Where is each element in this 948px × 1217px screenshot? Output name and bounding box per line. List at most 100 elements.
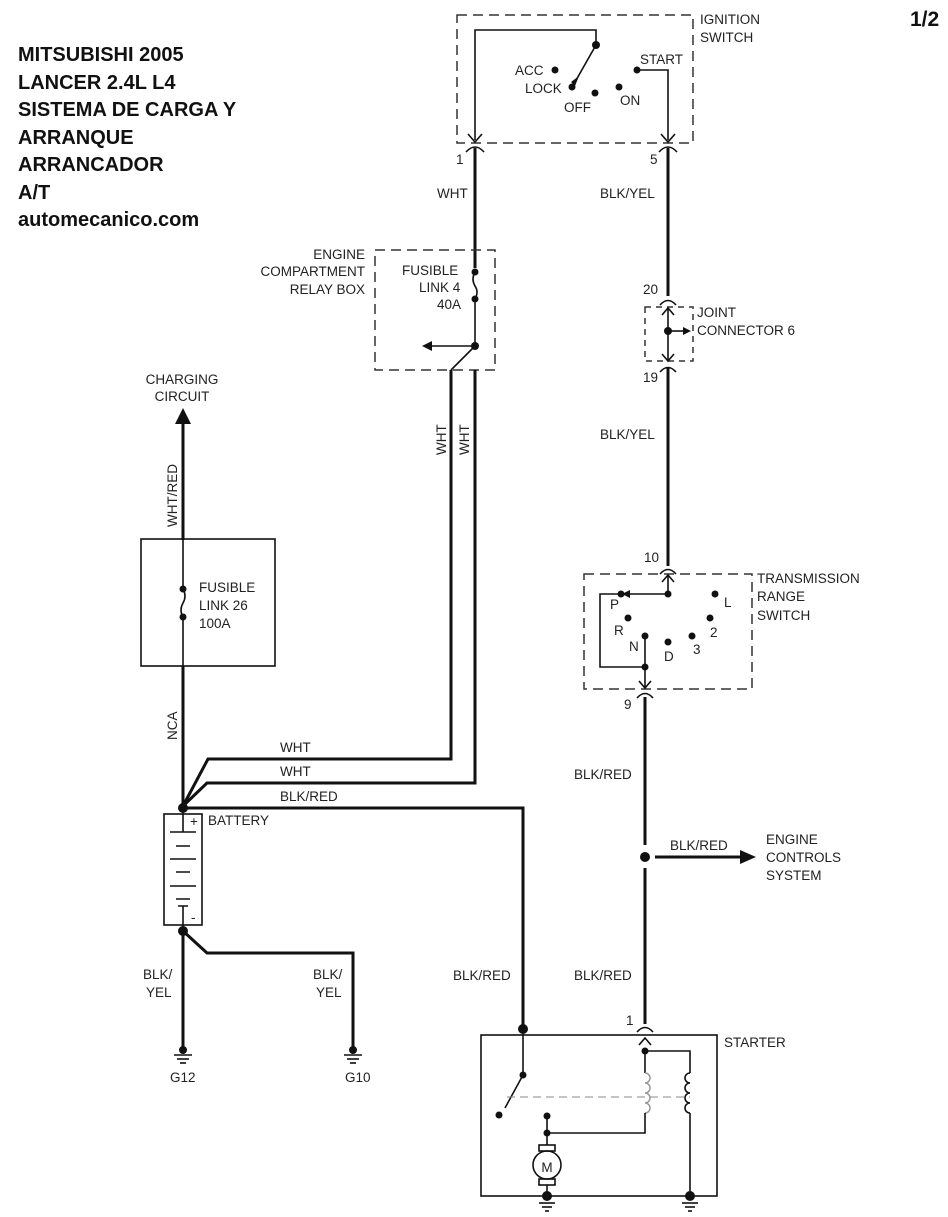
ign-pin-1-label: 1 bbox=[456, 152, 464, 167]
fl26-fuse-icon bbox=[180, 588, 186, 618]
battery-cells-icon bbox=[170, 831, 196, 907]
off-contact bbox=[591, 89, 599, 97]
wire-label-blk-yel-trs: BLK/YEL bbox=[600, 427, 655, 442]
starter-motor-ground-icon bbox=[539, 1191, 555, 1212]
starter-pin-1-label: 1 bbox=[626, 1013, 634, 1028]
trs-n-label: N bbox=[629, 639, 639, 654]
starter-pin-1-connector-icon bbox=[636, 1026, 654, 1033]
acc-label: ACC bbox=[515, 63, 544, 78]
starter-input-arrow-icon bbox=[638, 1036, 652, 1046]
fl26-label-3: 100A bbox=[199, 616, 231, 631]
diagram-title: MITSUBISHI 2005 LANCER 2.4L L4 SISTEMA D… bbox=[18, 42, 236, 235]
g12-label: G12 bbox=[170, 1070, 196, 1085]
ignition-switch-label-1: IGNITION bbox=[700, 12, 760, 27]
lock-label: LOCK bbox=[525, 81, 562, 96]
page-number: 1/2 bbox=[910, 8, 940, 31]
title-line-system: SISTEMA DE CARGA Y bbox=[18, 99, 237, 121]
battery-plus-sign: + bbox=[190, 814, 198, 829]
jc-pin-19-label: 19 bbox=[643, 370, 658, 385]
transmission-range-switch: 10 P R N D 3 2 L TRANSMISSION RANGE SWIT… bbox=[583, 550, 860, 712]
g12-wire-label-2: YEL bbox=[146, 985, 172, 1000]
off-label: OFF bbox=[564, 100, 591, 115]
wire-label-nca: NCA bbox=[165, 711, 180, 740]
acc-contact bbox=[551, 66, 559, 74]
starter-switch-arm bbox=[504, 1074, 524, 1109]
ignition-switch-label-2: SWITCH bbox=[700, 30, 753, 45]
trs-pin-10-label: 10 bbox=[644, 550, 659, 565]
starter-label: STARTER bbox=[724, 1035, 786, 1050]
title-line-site: automecanico.com bbox=[18, 209, 200, 231]
battery-minus-sign: - bbox=[191, 910, 196, 925]
title-line-sub: ARRANCADOR bbox=[18, 154, 164, 176]
wire-wht-b bbox=[181, 370, 477, 808]
fl26-label-2: LINK 26 bbox=[199, 598, 248, 613]
charging-arrow-icon bbox=[175, 408, 191, 424]
g12-wire-label-1: BLK/ bbox=[143, 967, 173, 982]
battery: + - BATTERY bbox=[163, 803, 269, 936]
fuse4-label-1: FUSIBLE bbox=[402, 263, 458, 278]
relay-box-label-3: RELAY BOX bbox=[290, 282, 365, 297]
trs-d-contact bbox=[664, 638, 672, 646]
wire-label-bat-wht-b: WHT bbox=[280, 764, 311, 779]
on-contact bbox=[615, 83, 623, 91]
charging-label-1: CHARGING bbox=[146, 372, 219, 387]
trs-l-label: L bbox=[724, 595, 732, 610]
trs-d-label: D bbox=[664, 649, 674, 664]
wire-label-starter-in: BLK/RED bbox=[574, 968, 632, 983]
jc-bottom-arrow-icon bbox=[661, 353, 675, 363]
trs-pin-10-connector-icon bbox=[659, 568, 677, 575]
ignition-arm-arrow-icon bbox=[571, 76, 579, 86]
start-label: START bbox=[640, 52, 683, 67]
pin-5-connector-icon bbox=[658, 133, 678, 153]
wire-label-ecs: BLK/RED bbox=[670, 838, 728, 853]
ground-g10-icon bbox=[344, 1046, 362, 1064]
wire-label-wht-red: WHT/RED bbox=[165, 464, 180, 527]
title-line-model: LANCER 2.4L L4 bbox=[18, 71, 176, 94]
starter-switch-contact bbox=[495, 1111, 503, 1119]
wire-label-bat-blkred: BLK/RED bbox=[280, 789, 338, 804]
g10-wire-label-1: BLK/ bbox=[313, 967, 343, 982]
wire-label-bat-wht-a: WHT bbox=[280, 740, 311, 755]
g10-label: G10 bbox=[345, 1070, 371, 1085]
wire-label-wht-b: WHT bbox=[457, 424, 472, 455]
trs-2-label: 2 bbox=[710, 625, 718, 640]
trs-pin-9-connector-icon bbox=[636, 692, 654, 699]
trs-2-contact bbox=[706, 614, 714, 622]
trs-bottom-arrow-icon bbox=[638, 680, 652, 690]
motor-brush-top bbox=[538, 1144, 556, 1152]
trs-pin-9-label: 9 bbox=[624, 697, 632, 712]
lock-contact bbox=[568, 83, 576, 91]
pull-coil-to-motor-wire bbox=[547, 1113, 646, 1134]
jc-branch-arrow-icon bbox=[683, 327, 691, 335]
jc-label-2: CONNECTOR 6 bbox=[697, 323, 795, 338]
battery-label: BATTERY bbox=[208, 813, 269, 828]
fuse4-label-3: 40A bbox=[437, 297, 461, 312]
pin-1-connector-icon bbox=[465, 133, 485, 153]
ignition-switch: ACC LOCK OFF ON START IGNITION SWITCH 1 … bbox=[456, 12, 760, 167]
trs-label-2: RANGE bbox=[757, 589, 805, 604]
ecs-splice-node bbox=[640, 852, 650, 862]
trs-output-node bbox=[641, 663, 649, 671]
jc-pin-20-connector-icon bbox=[659, 299, 677, 306]
wire-label-blk-yel-ign: BLK/YEL bbox=[600, 186, 655, 201]
hold-coil-wire bbox=[645, 1050, 691, 1073]
trs-3-label: 3 bbox=[693, 642, 701, 657]
g10-wire-label-2: YEL bbox=[316, 985, 342, 1000]
trs-label-1: TRANSMISSION bbox=[757, 571, 860, 586]
motor-label: M bbox=[541, 1160, 552, 1175]
trs-label-3: SWITCH bbox=[757, 608, 810, 623]
relay-box-outline bbox=[374, 249, 496, 371]
wire-g10 bbox=[181, 929, 355, 1047]
charging-circuit: CHARGING CIRCUIT WHT/RED bbox=[146, 372, 219, 540]
trs-3-contact bbox=[688, 632, 696, 640]
ecs-label-2: CONTROLS bbox=[766, 850, 841, 865]
wire-label-starter-blkred: BLK/RED bbox=[453, 968, 511, 983]
fl26-label-1: FUSIBLE bbox=[199, 580, 255, 595]
fusible-link-26: FUSIBLE LINK 26 100A bbox=[140, 538, 276, 667]
wire-wht-a bbox=[181, 370, 453, 807]
relay-diag-wire bbox=[450, 345, 476, 371]
fuse4-symbol-icon bbox=[472, 271, 478, 300]
ground-wiring: BLK/ YEL BLK/ YEL G12 G10 bbox=[143, 929, 371, 1085]
trs-selector-arrow-icon bbox=[622, 590, 630, 598]
